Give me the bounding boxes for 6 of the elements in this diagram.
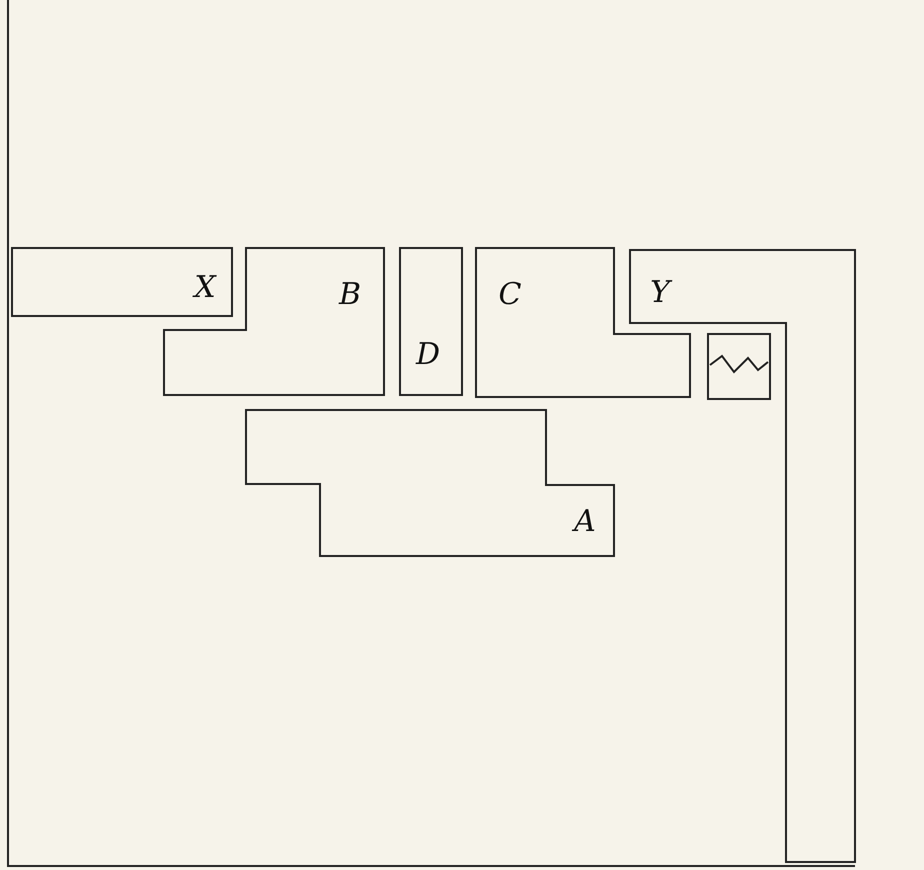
- block-letter: D: [416, 340, 440, 370]
- block-letter: X: [194, 273, 216, 303]
- block-letter: A: [574, 507, 596, 537]
- block-letter: Y: [650, 278, 670, 308]
- block-letter: C: [498, 280, 522, 310]
- block-letter: B: [338, 280, 362, 310]
